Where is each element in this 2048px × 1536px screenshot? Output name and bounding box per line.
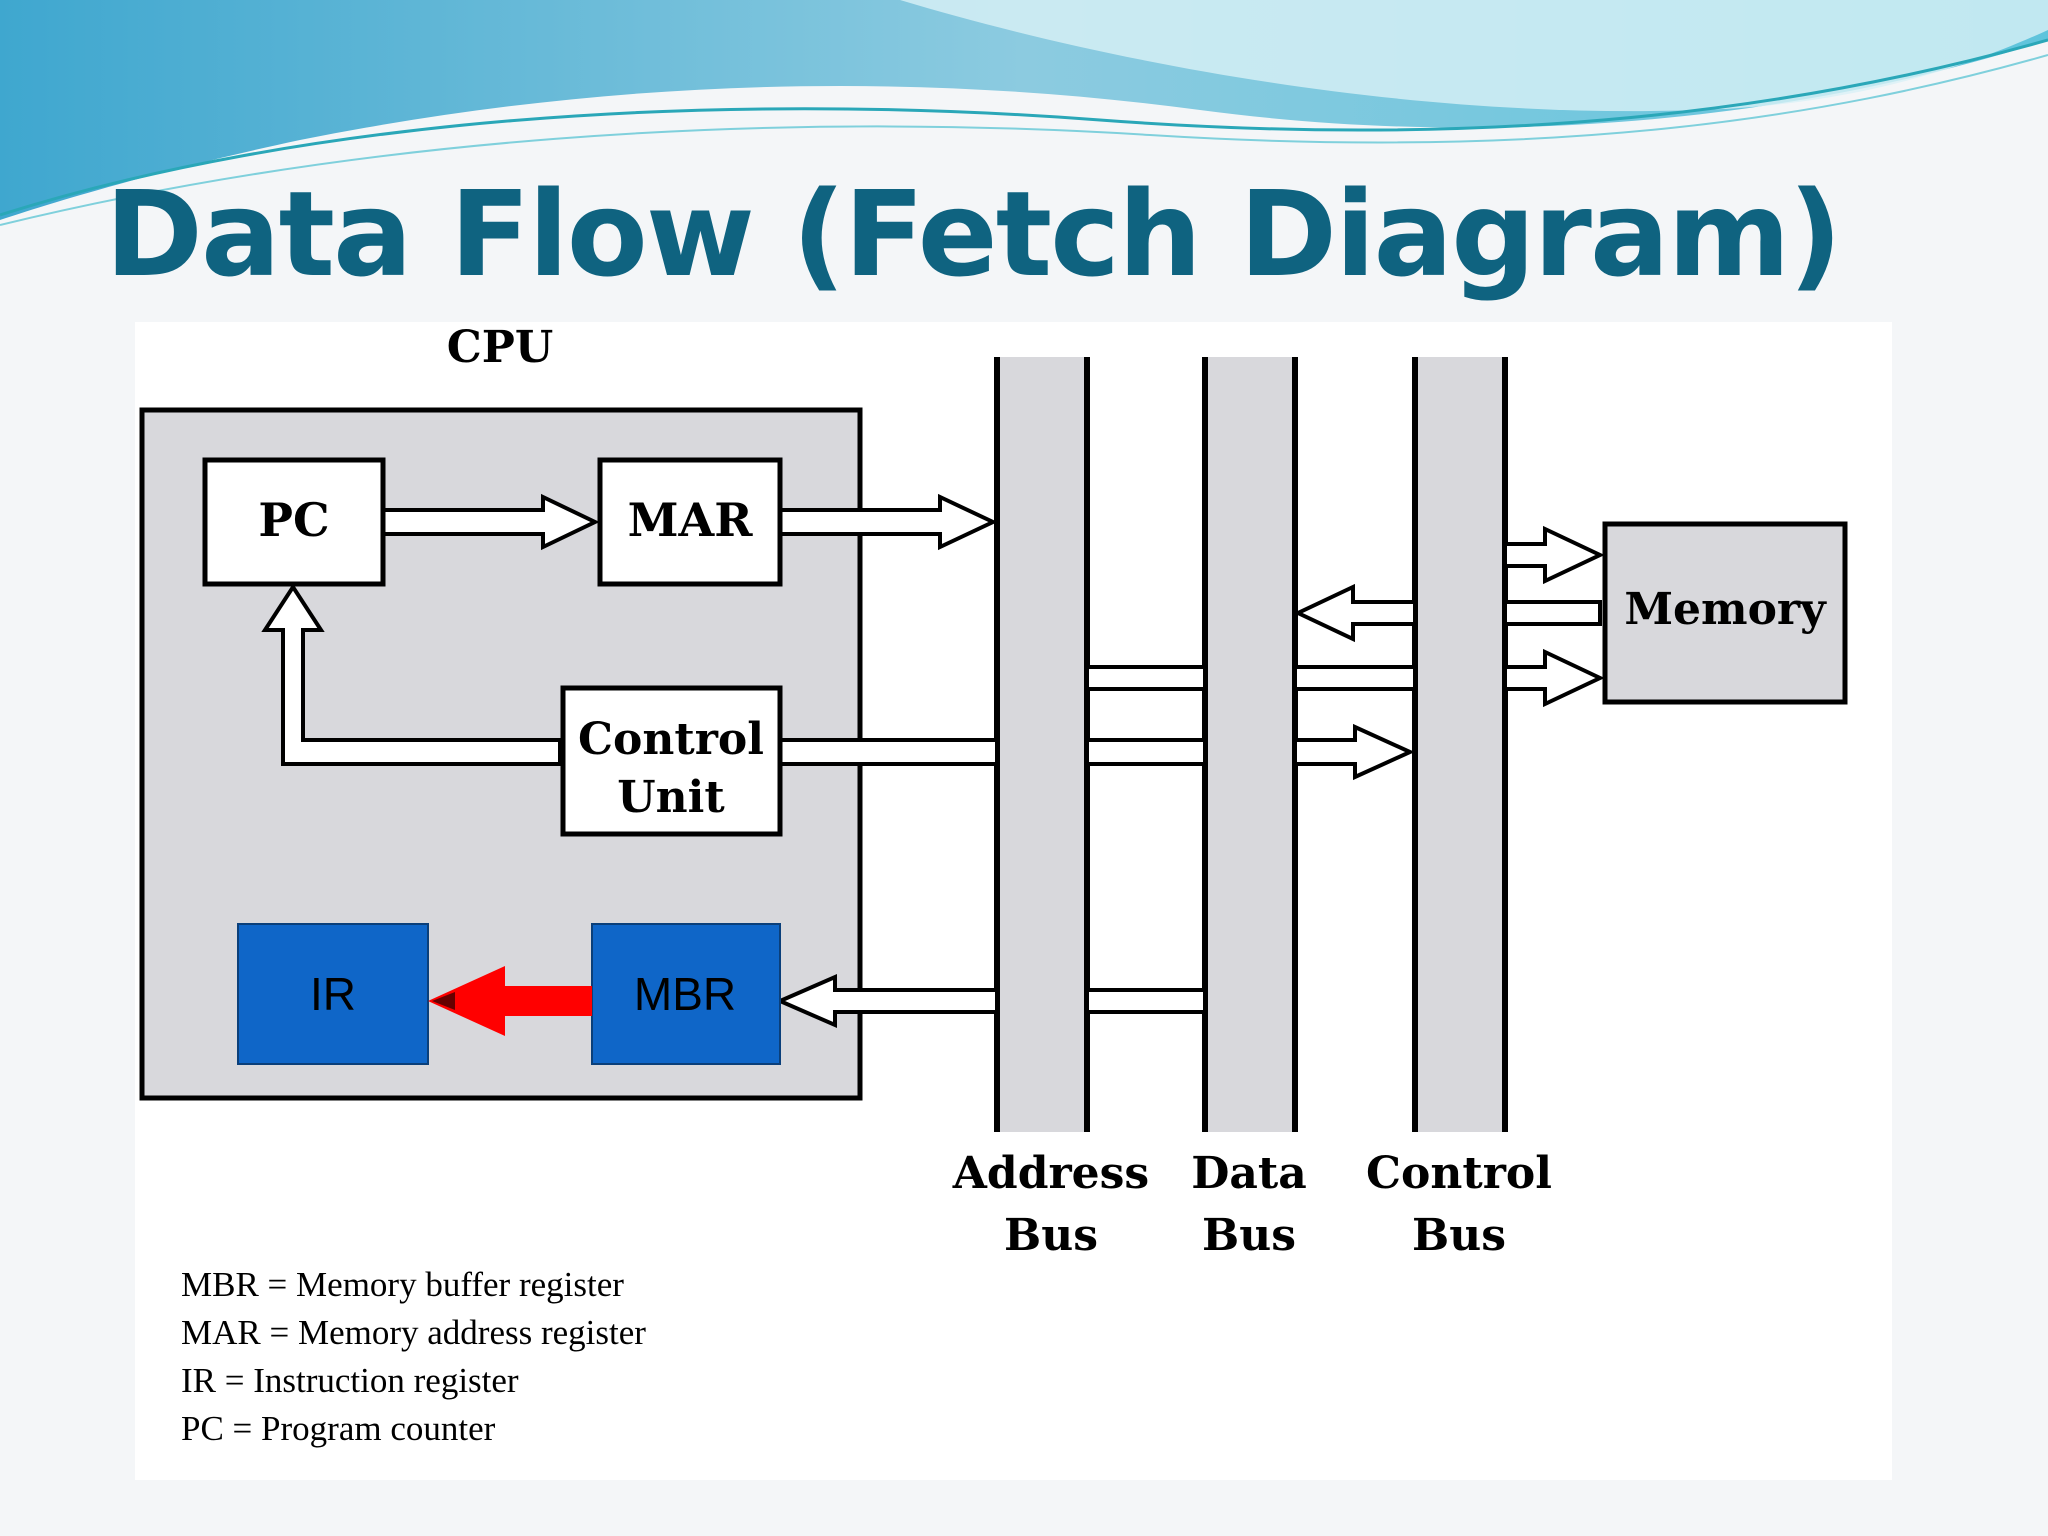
header-wave-decoration [0,0,2048,226]
memory-to-data-bus-arrow [1293,583,1602,643]
svg-text:MAR: MAR [628,493,754,547]
svg-text:PC: PC [258,493,329,547]
pc-register: PC [202,457,386,587]
control-unit: Control Unit [560,685,783,837]
mar-register: MAR [597,457,783,587]
control-bus [1412,357,1508,1132]
address-bus [994,357,1090,1132]
svg-text:Address: Address [952,1148,1149,1199]
svg-text:Bus: Bus [1004,1210,1098,1261]
legend-item-pc: PC = Program counter [181,1409,496,1448]
ir-register: IR [237,923,429,1065]
data-bus-label: Data Bus [1191,1148,1307,1261]
address-bus-to-memory-line [1085,648,1605,708]
legend-item-mbr: MBR = Memory buffer register [181,1265,624,1304]
control-to-pc-arrow [261,583,562,766]
slide-title: Data Flow (Fetch Diagram) [105,165,1842,303]
svg-text:Control: Control [578,714,764,765]
svg-text:IR: IR [310,968,356,1020]
control-bus-label: Control Bus [1366,1148,1552,1261]
svg-text:Data: Data [1191,1148,1307,1199]
mar-to-address-bus-arrow [778,493,998,551]
svg-text:Bus: Bus [1412,1210,1506,1261]
address-bus-label: Address Bus [952,1148,1149,1261]
mbr-to-ir-red-arrow [428,966,592,1036]
svg-text:Unit: Unit [617,772,725,823]
legend: MBR = Memory buffer register MAR = Memor… [181,1265,646,1448]
data-bus-to-mbr-arrow [774,973,1207,1029]
mbr-register: MBR [591,923,781,1065]
control-unit-to-control-bus-line [778,723,1415,781]
svg-text:Control: Control [1366,1148,1552,1199]
pc-to-mar-arrow [381,493,600,551]
memory-block: Memory [1602,521,1848,705]
cpu-label: CPU [447,322,553,373]
legend-item-mar: MAR = Memory address register [181,1313,646,1352]
data-bus [1202,357,1298,1132]
svg-text:MBR: MBR [634,968,736,1020]
fetch-diagram: CPU [135,322,1892,1480]
control-bus-to-memory-arrow [1503,525,1605,585]
svg-text:Bus: Bus [1202,1210,1296,1261]
svg-text:Memory: Memory [1624,584,1827,635]
legend-item-ir: IR = Instruction register [181,1361,519,1400]
